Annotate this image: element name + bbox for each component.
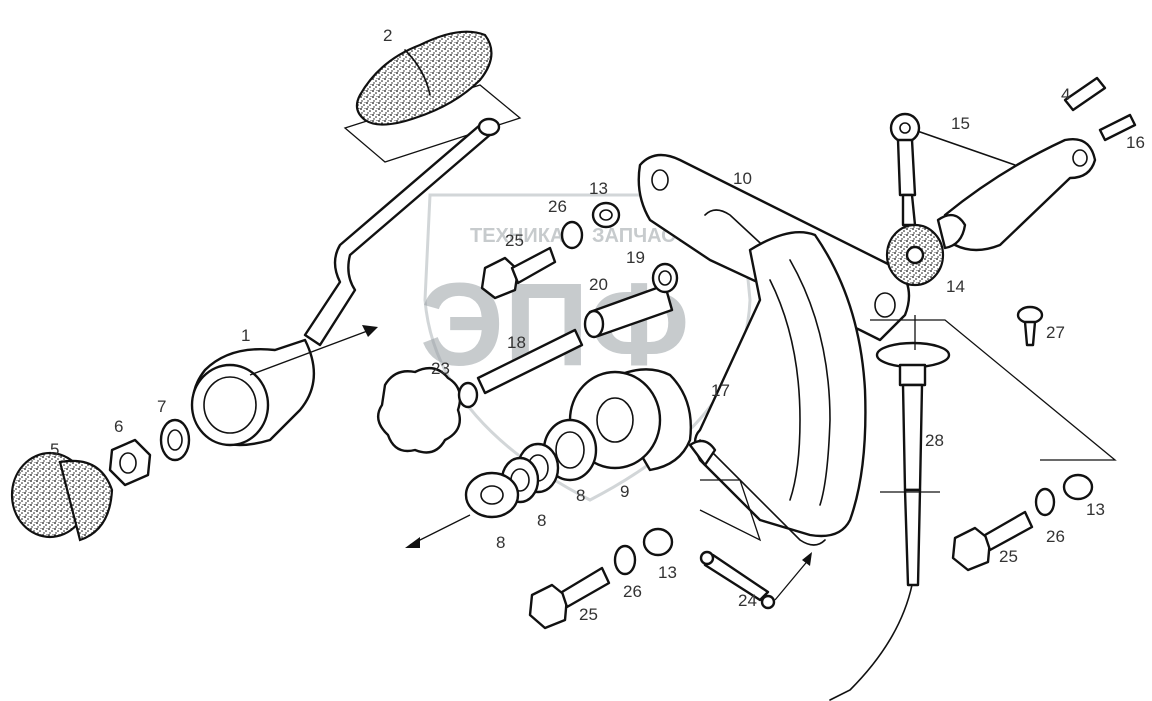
leader-right-bracket — [870, 319, 1117, 461]
callout-24: 24 — [738, 591, 757, 610]
part-18-stud — [476, 328, 584, 395]
callout-labels: 1 2 4 5 6 7 8 8 8 9 10 13 13 13 14 15 16… — [50, 26, 1145, 624]
part-25-bolt-right — [951, 510, 1034, 572]
part-20-spacer — [583, 283, 674, 339]
part-26-washer-upper — [560, 220, 584, 250]
part-26-washer-right — [1034, 487, 1056, 517]
hook-clip — [688, 439, 717, 467]
part-4-pin — [1063, 76, 1107, 112]
callout-13-c: 13 — [658, 563, 677, 582]
part-2-grip — [343, 30, 522, 163]
callout-26-c: 26 — [623, 582, 642, 601]
callout-16: 16 — [1126, 133, 1145, 152]
lever-arm-right — [936, 138, 1097, 252]
part-26-washer-lower — [613, 544, 637, 576]
callout-9: 9 — [620, 482, 629, 501]
callout-15: 15 — [951, 114, 970, 133]
callout-4: 4 — [1061, 85, 1070, 104]
part-25-bolt-upper — [480, 246, 557, 300]
part-19-washer — [651, 262, 679, 294]
callout-1: 1 — [241, 326, 250, 345]
part-6-nut — [108, 438, 152, 487]
callout-27: 27 — [1046, 323, 1065, 342]
callout-6: 6 — [114, 417, 123, 436]
part-14-star-washer — [885, 223, 945, 287]
callout-25-a: 25 — [505, 231, 524, 250]
callout-2: 2 — [383, 26, 392, 45]
callout-26-a: 26 — [548, 197, 567, 216]
callout-8-c: 8 — [576, 486, 585, 505]
part-13-bushing-right — [1062, 473, 1094, 501]
part-28-rod — [829, 341, 951, 701]
part-13-bushing-upper — [591, 201, 621, 229]
leader-hook — [699, 479, 762, 542]
part-15-linkage — [889, 112, 1016, 227]
part-27-screw — [1016, 305, 1044, 347]
callout-28: 28 — [925, 431, 944, 450]
callout-8-b: 8 — [537, 511, 546, 530]
callout-23: 23 — [431, 359, 450, 378]
callout-13-b: 13 — [1086, 500, 1105, 519]
part-5-cap — [10, 451, 114, 542]
callout-13-a: 13 — [589, 179, 608, 198]
part-16-pin — [1098, 113, 1137, 142]
part-7-washer — [159, 418, 191, 462]
part-24-spring — [699, 550, 812, 610]
callout-19: 19 — [626, 248, 645, 267]
callout-18: 18 — [507, 333, 526, 352]
sector-plate — [693, 231, 867, 546]
part-1-lever — [190, 117, 501, 447]
callout-10: 10 — [733, 169, 752, 188]
part-13-bushing-lower — [642, 527, 674, 557]
part-25-bolt-lower — [528, 566, 611, 630]
callout-17: 17 — [711, 381, 730, 400]
callout-8-a: 8 — [496, 533, 505, 552]
callout-5: 5 — [50, 440, 59, 459]
callout-25-b: 25 — [999, 547, 1018, 566]
watermark-text-left: ТЕХНИКА — [470, 225, 564, 247]
callout-14: 14 — [946, 277, 965, 296]
callout-25-c: 25 — [579, 605, 598, 624]
callout-20: 20 — [589, 275, 608, 294]
part-8-washer-3 — [405, 471, 520, 548]
part-23-knob — [376, 366, 479, 454]
callout-7: 7 — [157, 397, 166, 416]
callout-26-b: 26 — [1046, 527, 1065, 546]
